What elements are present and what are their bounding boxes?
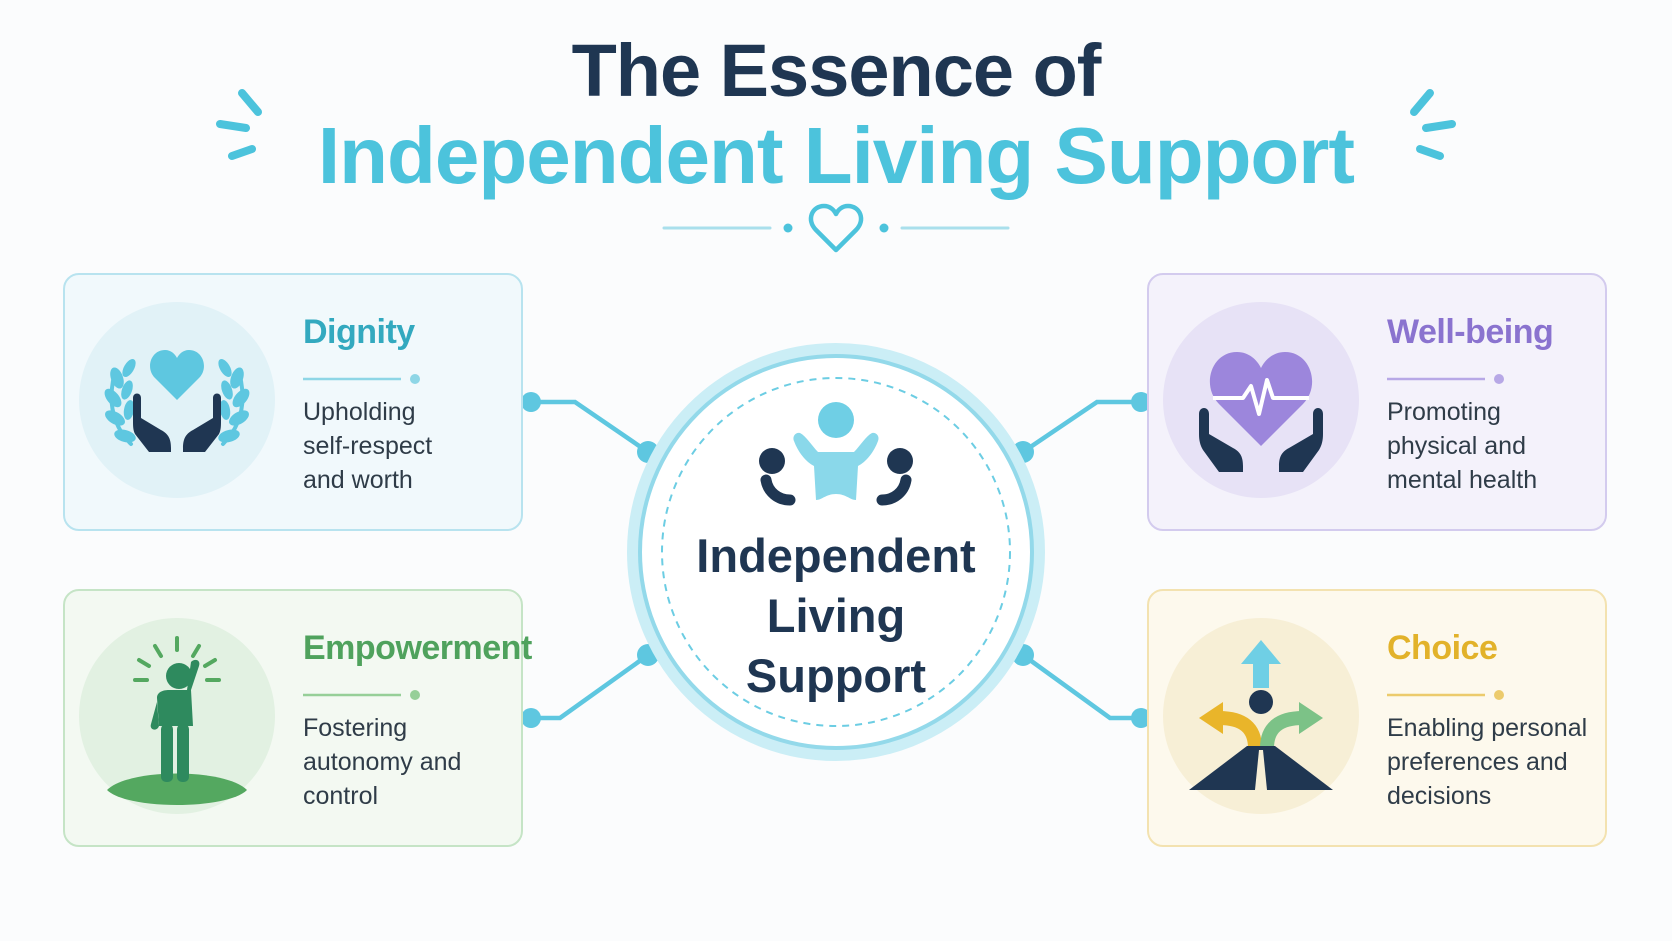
connector-empowerment (528, 652, 651, 721)
crossroads-arrows-icon (1189, 640, 1333, 790)
hands-heartbeat-icon (1199, 352, 1323, 472)
wellbeing-icon-disc (1163, 302, 1359, 498)
card-description-line: control (303, 782, 379, 810)
title-line-1: The Essence of (571, 29, 1102, 112)
center-label-line: Support (745, 649, 927, 702)
empowerment-icon-disc (79, 618, 275, 814)
card-description-line: decisions (1387, 782, 1492, 810)
center-label-line: Independent (696, 529, 976, 582)
connector-wellbeing (1020, 399, 1144, 455)
card-description-line: Fostering (303, 714, 408, 742)
title-line-2: Independent Living Support (317, 111, 1355, 200)
card-separator (303, 690, 420, 700)
card-description-line: Upholding (303, 398, 416, 426)
card-title: Dignity (303, 313, 415, 351)
card-wellbeing: Well-being Promoting physical and mental… (1147, 273, 1607, 531)
card-empowerment: Empowerment Fostering autonomy and contr… (63, 589, 532, 847)
card-separator (303, 374, 420, 384)
card-separator (1387, 690, 1504, 700)
card-title: Empowerment (303, 629, 532, 667)
dignity-icon-disc (79, 302, 275, 498)
heart-icon (808, 203, 864, 253)
center-label: Independent Living Support (636, 526, 1036, 706)
card-choice: Choice Enabling personal preferences and… (1147, 589, 1607, 847)
card-description: Fostering autonomy and control (303, 711, 525, 813)
people-support-icon (759, 402, 913, 506)
card-description: Enabling personal preferences and decisi… (1387, 711, 1609, 813)
person-raised-arm-icon (107, 636, 247, 805)
choice-icon-disc (1163, 618, 1359, 814)
card-description-line: and worth (303, 466, 413, 494)
card-description-line: physical and (1387, 432, 1526, 460)
connector-choice (1020, 652, 1144, 721)
card-title: Choice (1387, 629, 1498, 667)
center-label-line: Living (766, 589, 906, 642)
card-dignity: Dignity Upholding self-respect and worth (63, 273, 523, 531)
card-description-line: autonomy and (303, 748, 462, 776)
card-description-line: mental health (1387, 466, 1538, 494)
card-title: Well-being (1387, 313, 1554, 351)
card-description: Upholding self-respect and worth (303, 395, 525, 497)
card-description: Promoting physical and mental health (1387, 395, 1609, 497)
card-separator (1387, 374, 1504, 384)
card-description-line: Promoting (1387, 398, 1501, 426)
connector-dignity (528, 399, 651, 455)
hands-heart-laurel-icon (104, 350, 250, 452)
card-description-line: preferences and (1387, 748, 1568, 776)
card-description-line: Enabling personal (1387, 714, 1588, 742)
card-description-line: self-respect (303, 432, 433, 460)
